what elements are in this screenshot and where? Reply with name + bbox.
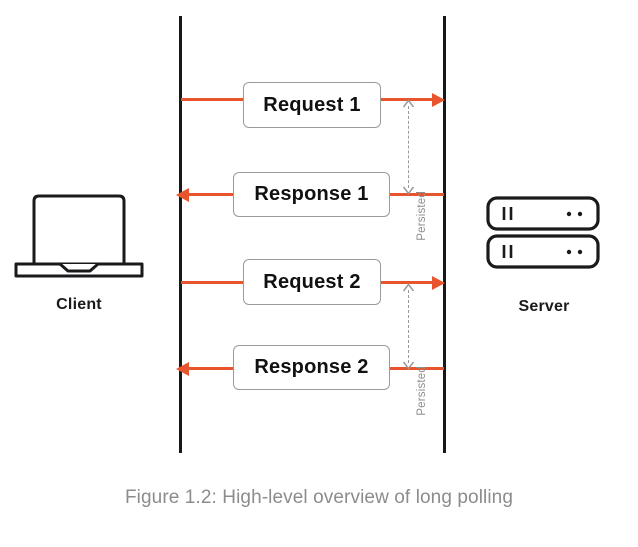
persisted-label-1: Persisted: [416, 191, 428, 241]
persisted-dashed-line-1: [408, 106, 409, 188]
client-actor: [8, 186, 150, 286]
server-label: Server: [518, 298, 570, 315]
figure-caption: Figure 1.2: High-level overview of long …: [124, 487, 514, 508]
laptop-icon: [14, 194, 144, 278]
client-label: Client: [56, 296, 102, 313]
arrow-head-response-1: [176, 187, 189, 202]
persisted-annotation-1: Persisted: [402, 99, 442, 241]
message-label-request-1: Request 1: [263, 93, 361, 116]
persisted-arrow-down-1: [402, 186, 415, 195]
message-box-request-2: Request 2: [243, 259, 381, 305]
message-label-response-1: Response 1: [254, 183, 369, 205]
server-rack-icon: [486, 196, 600, 269]
persisted-dashed-line-2: [408, 290, 409, 363]
message-box-response-2: Response 2: [233, 345, 390, 390]
message-box-response-1: Response 1: [233, 172, 390, 217]
persisted-label-2: Persisted: [416, 366, 428, 416]
message-label-response-2: Response 2: [254, 356, 369, 378]
persisted-arrow-down-2: [402, 361, 415, 370]
persisted-arrow-up-2: [402, 283, 415, 292]
arrow-head-response-2: [176, 361, 189, 376]
message-label-request-2: Request 2: [263, 270, 361, 293]
message-box-request-1: Request 1: [243, 82, 381, 128]
server-lifeline: [443, 16, 446, 453]
arrow-head-request-2: [432, 275, 445, 290]
server-actor: [484, 192, 604, 272]
arrow-head-request-1: [432, 92, 445, 107]
client-lifeline: [179, 16, 182, 453]
persisted-arrow-up-1: [402, 99, 415, 108]
persisted-annotation-2: Persisted: [402, 283, 442, 416]
